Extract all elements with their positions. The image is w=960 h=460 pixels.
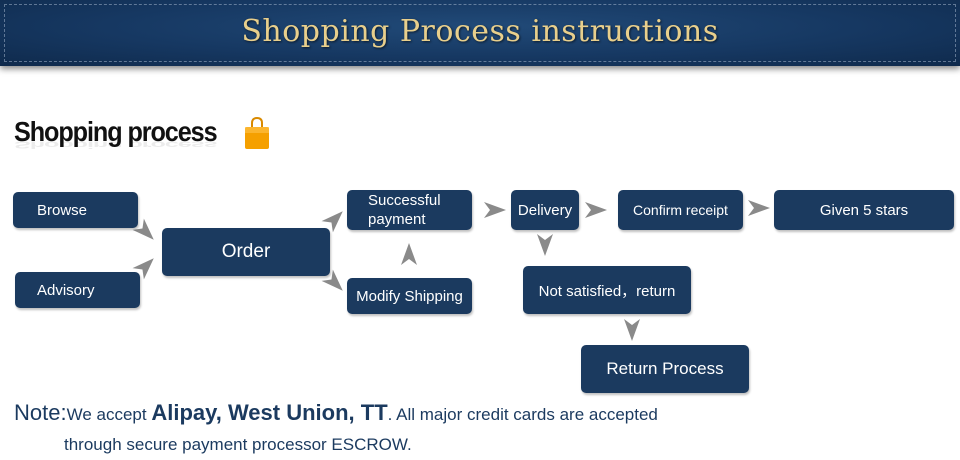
delivery-label: Delivery xyxy=(517,201,573,219)
payment-note: Note:We accept Alipay, West Union, TT. A… xyxy=(14,400,658,426)
section-title: Shopping process xyxy=(14,116,218,147)
note-text-before: We accept xyxy=(66,405,152,424)
arrow-delivery-to-confirm xyxy=(585,202,607,218)
header-banner: Shopping Process instructions xyxy=(0,0,960,66)
arrow-delivery-to-not-satisfied xyxy=(537,234,553,256)
successful-payment-box: Successful payment xyxy=(347,190,472,230)
browse-box: Browse xyxy=(13,192,138,228)
browse-label: Browse xyxy=(37,201,88,219)
shopping-bag-icon xyxy=(245,116,269,149)
arrow-order-to-payment xyxy=(321,211,343,233)
order-label: Order xyxy=(221,241,271,262)
arrow-payment-to-delivery xyxy=(484,202,506,218)
arrow-order-to-modify xyxy=(321,269,343,291)
modify-shipping-label: Modify Shipping xyxy=(356,287,463,305)
modify-shipping-box: Modify Shipping xyxy=(347,278,472,314)
given-5-stars-box: Given 5 stars xyxy=(774,190,954,230)
note-line-2: through secure payment processor ESCROW. xyxy=(64,435,412,454)
banner-title: Shopping Process instructions xyxy=(241,14,719,49)
not-satisfied-return-label: Not satisfied，return xyxy=(538,282,676,300)
return-process-label: Return Process xyxy=(606,359,724,378)
arrow-advisory-to-order xyxy=(132,258,154,280)
given-5-stars-label: Given 5 stars xyxy=(819,201,909,219)
note-highlight: Alipay, West Union, TT xyxy=(151,400,388,425)
delivery-box: Delivery xyxy=(511,190,579,230)
confirm-receipt-box: Confirm receipt xyxy=(618,190,743,230)
arrow-not-satisfied-to-return xyxy=(624,319,640,341)
return-process-box: Return Process xyxy=(581,345,749,393)
order-box: Order xyxy=(162,228,330,276)
arrow-browse-to-order xyxy=(132,218,154,240)
arrow-confirm-to-stars xyxy=(748,200,770,216)
confirm-receipt-label: Confirm receipt xyxy=(633,202,728,218)
successful-payment-label: Successful payment xyxy=(368,192,441,228)
advisory-label: Advisory xyxy=(37,281,95,299)
note-label: Note: xyxy=(14,400,67,425)
note-text-after: . All major credit cards are accepted xyxy=(387,405,658,424)
advisory-box: Advisory xyxy=(15,272,140,308)
not-satisfied-return-box: Not satisfied，return xyxy=(523,266,691,314)
arrow-modify-to-payment xyxy=(401,243,417,265)
